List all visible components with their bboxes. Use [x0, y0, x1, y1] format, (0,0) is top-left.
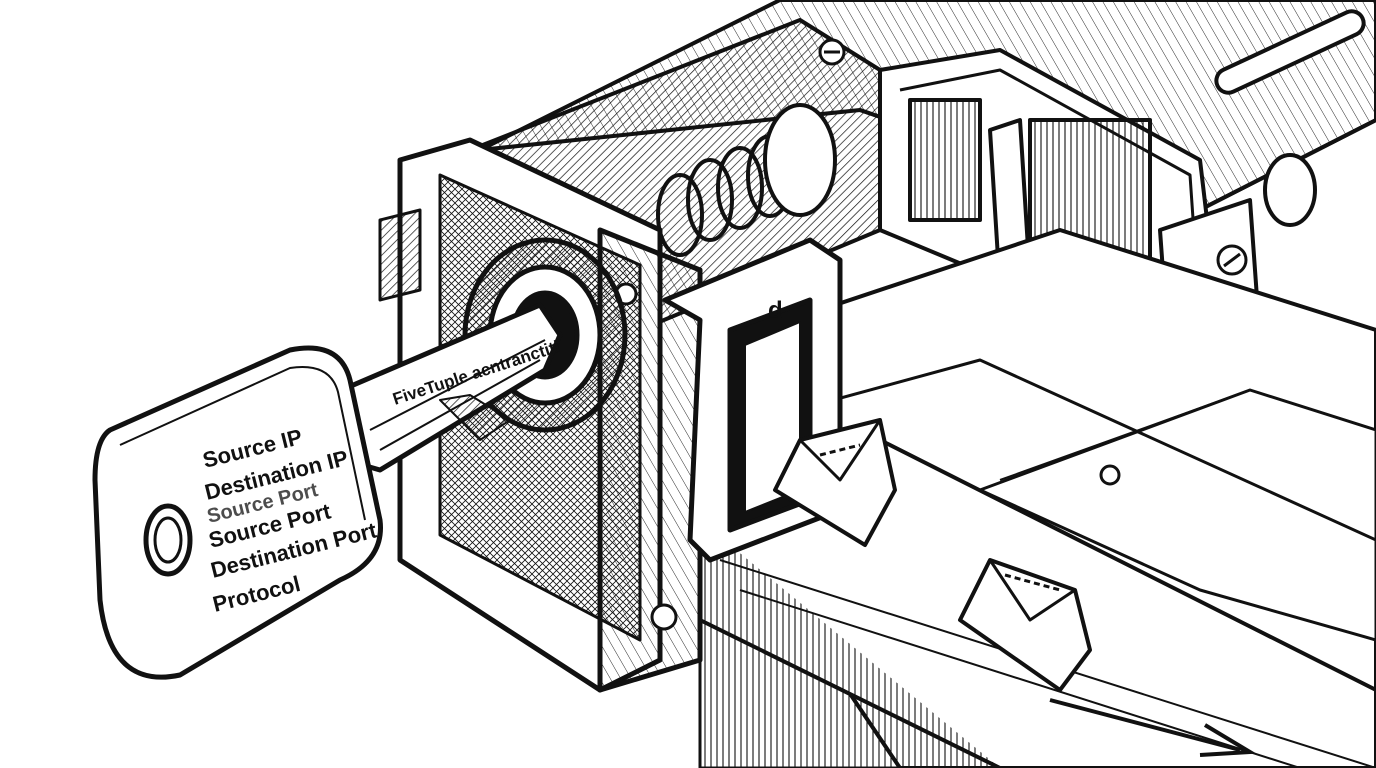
envelope-icon [958, 558, 1092, 692]
envelope-icon [773, 418, 897, 547]
key-ring-hole [143, 503, 193, 577]
key: FiveTuple acntranctiti Source IP Destina… [92, 302, 563, 680]
gate-glyph: d [768, 297, 783, 324]
arrow-right-icon [1049, 698, 1257, 757]
